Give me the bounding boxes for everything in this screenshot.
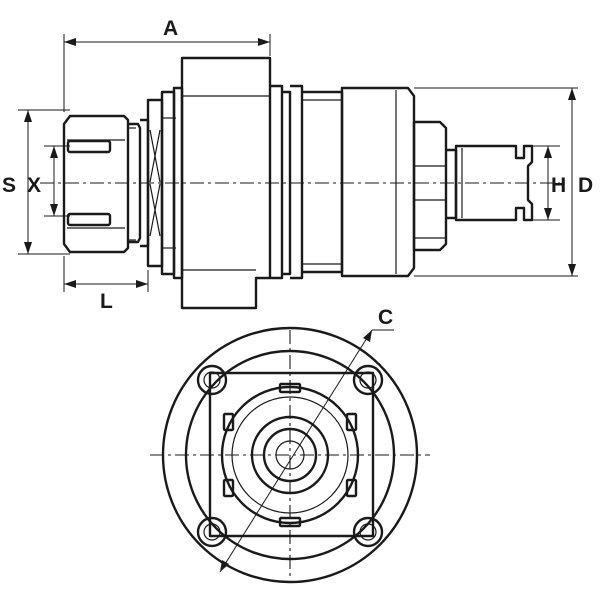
drive-block	[412, 120, 448, 252]
bolt-hole-bottom-left	[196, 516, 228, 548]
bolt-hole-bottom-right	[352, 516, 384, 548]
housing	[340, 86, 416, 278]
label-A: A	[163, 17, 178, 40]
dimension-S	[18, 109, 70, 255]
front-view	[150, 326, 430, 584]
nut-slot-right-bottom	[345, 478, 358, 498]
nut-slot-left-top	[222, 412, 235, 432]
dimension-H	[532, 145, 560, 221]
dimension-D	[414, 87, 578, 277]
drive-tenon	[446, 144, 534, 222]
dimension-A	[63, 34, 271, 112]
collet-body	[140, 86, 184, 280]
bolt-hole-top-right	[352, 364, 384, 396]
nut-slot-left-bottom	[222, 478, 235, 498]
side-view	[18, 34, 578, 310]
label-H: H	[551, 174, 566, 197]
label-S: S	[2, 174, 16, 197]
label-L: L	[100, 290, 113, 313]
bolt-hole-top-left	[196, 364, 228, 396]
dimension-X	[44, 145, 70, 217]
dimension-C	[219, 329, 394, 573]
label-D: D	[578, 174, 593, 197]
dimension-L	[63, 256, 149, 292]
collet-nut	[62, 114, 142, 254]
nut-slot-right-top	[345, 412, 358, 432]
shaft-rings	[270, 84, 344, 280]
label-C: C	[378, 306, 393, 329]
main-body	[180, 56, 272, 310]
label-X: X	[27, 174, 41, 197]
